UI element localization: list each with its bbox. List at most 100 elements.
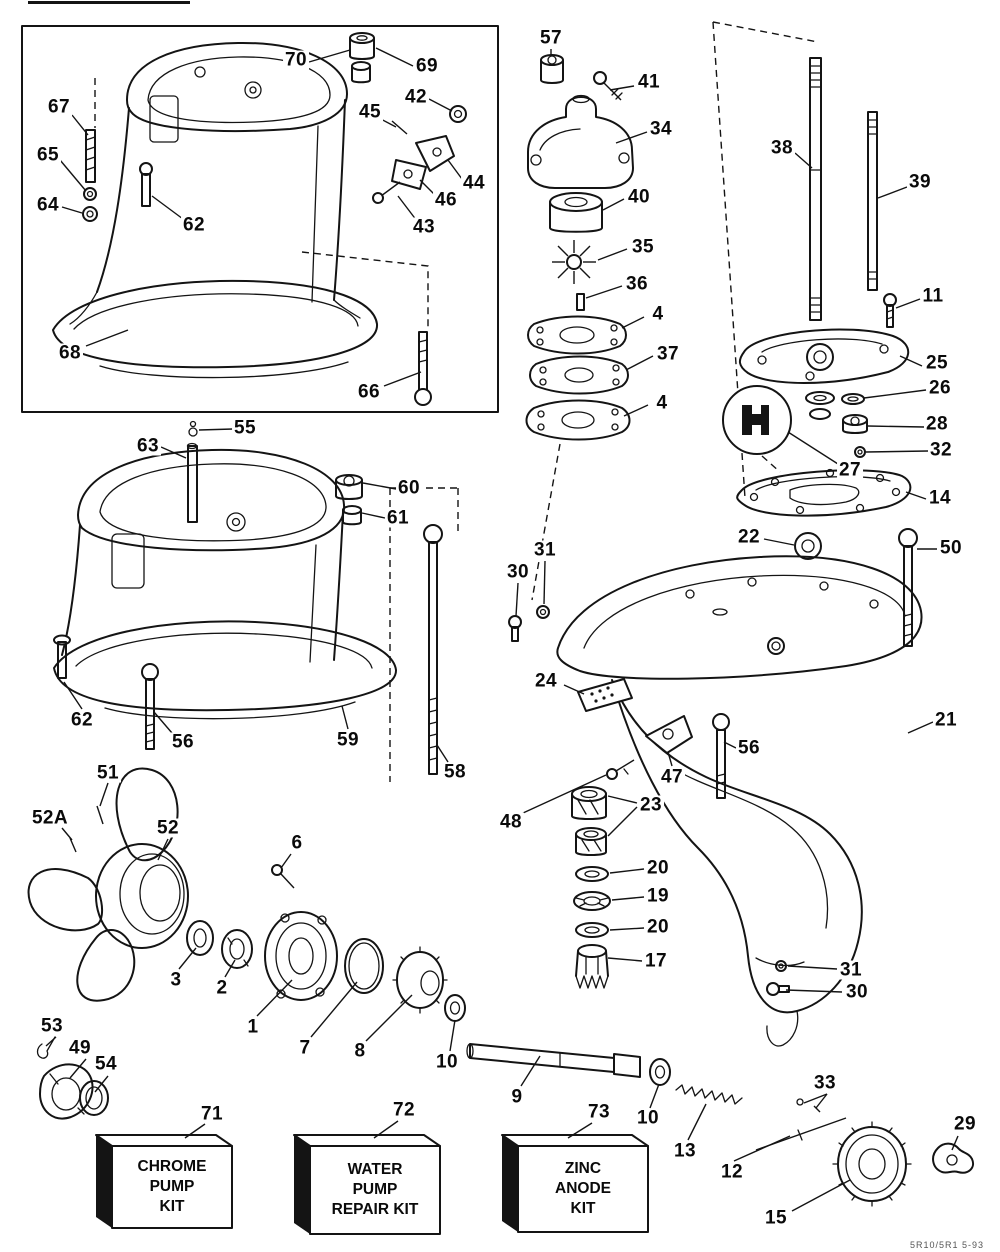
part-23-bearings [571,786,607,856]
callout-72: 72 [391,1099,417,1121]
part-37-pump-plate [529,355,629,395]
part-56-bolt-left [141,663,159,750]
part-50-bolt [898,528,918,647]
part-47-lever [645,715,693,754]
callout-2: 2 [214,977,230,999]
propshaft-parts [466,1043,974,1207]
callout-31: 31 [532,539,558,561]
callout-12: 12 [719,1161,745,1183]
callout-65: 65 [35,144,61,166]
part-4-gasket-upper [527,315,627,355]
callout-28: 28 [924,413,950,435]
callout-31: 31 [838,959,864,981]
callout-51: 51 [95,762,121,784]
callout-67: 67 [46,96,72,118]
callout-7: 7 [297,1037,313,1059]
callout-24: 24 [533,670,559,692]
part-20-washer-upper [575,866,609,882]
callout-56: 56 [736,737,762,759]
callout-63: 63 [135,435,161,457]
kit-box-water-pump [293,1134,441,1235]
part-48-screw [606,759,635,780]
callout-20: 20 [645,916,671,938]
part-38-driveshaft [809,57,822,321]
part-64-nut [82,206,98,222]
part-25-gearcase-head [738,328,910,384]
callout-53: 53 [39,1015,65,1037]
callout-46: 46 [433,189,459,211]
part-22-grommet [794,532,822,560]
callout-69: 69 [414,55,440,77]
footer-drawing-code: 5R10/5R1 5-93 [909,1240,984,1250]
inset-small-parts [82,32,467,406]
midsection-housing [53,420,459,782]
callout-19: 19 [645,885,671,907]
callout-20: 20 [645,857,671,879]
part-30-bolt-right [766,982,790,996]
callout-22: 22 [736,526,762,548]
propeller-parts [27,767,466,1120]
part-20-washer-lower [575,922,609,938]
callout-17: 17 [643,950,669,972]
part-42-nut [449,105,467,123]
part-39-driveshaft [867,111,878,291]
part-19-bearing [573,891,611,911]
water-pump-parts [525,54,634,601]
callout-47: 47 [659,766,685,788]
part-seal-stack [805,391,835,420]
part-54-washer [79,1080,109,1116]
part-70-bushing [351,61,371,84]
part-1-bearing-carrier [264,911,338,1001]
callout-38: 38 [769,137,795,159]
callout-11: 11 [920,285,946,307]
callout-39: 39 [907,171,933,193]
callout-15: 15 [763,1207,789,1229]
part-9-propshaft [466,1043,641,1078]
part-56-bolt-right [712,713,730,799]
part-24-anode [577,678,633,712]
callout-66: 66 [356,381,382,403]
callout-36: 36 [624,273,650,295]
callout-49: 49 [67,1037,93,1059]
callout-45: 45 [357,101,383,123]
part-40-pump-cup [549,192,603,233]
part-4-gasket-lower [525,399,631,441]
part-7-oring [344,938,384,994]
callout-52: 52 [155,817,181,839]
part-45-pin [391,120,408,135]
part-propeller [27,767,189,1002]
callout-13: 13 [672,1140,698,1162]
callout-44: 44 [461,172,487,194]
callout-57: 57 [538,27,564,49]
part-58-long-bolt [423,524,443,775]
callout-8: 8 [352,1040,368,1062]
callout-4: 4 [650,303,666,325]
callout-48: 48 [498,811,524,833]
callout-60: 60 [396,477,422,499]
callout-25: 25 [924,352,950,374]
part-62-screw [53,634,71,679]
callout-27: 27 [837,459,863,481]
part-14-gasket [736,468,912,517]
callout-3: 3 [168,969,184,991]
callout-52A: 52A [29,807,71,829]
callout-58: 58 [442,761,468,783]
callout-62: 62 [69,709,95,731]
part-8-bevel-gear [392,946,448,1014]
part-26-washer [841,393,865,405]
part-2-bearing [221,929,253,969]
callout-32: 32 [928,439,954,461]
callout-68: 68 [57,342,83,364]
part-31-washer-right [775,960,787,972]
part-34-pump-housing [527,94,634,189]
callout-40: 40 [626,186,652,208]
callout-55: 55 [232,417,258,439]
part-57-seal [540,54,564,84]
driveshaft-parts [712,21,912,517]
part-46-lever [391,159,427,190]
callout-26: 26 [927,377,953,399]
callout-29: 29 [952,1113,978,1135]
